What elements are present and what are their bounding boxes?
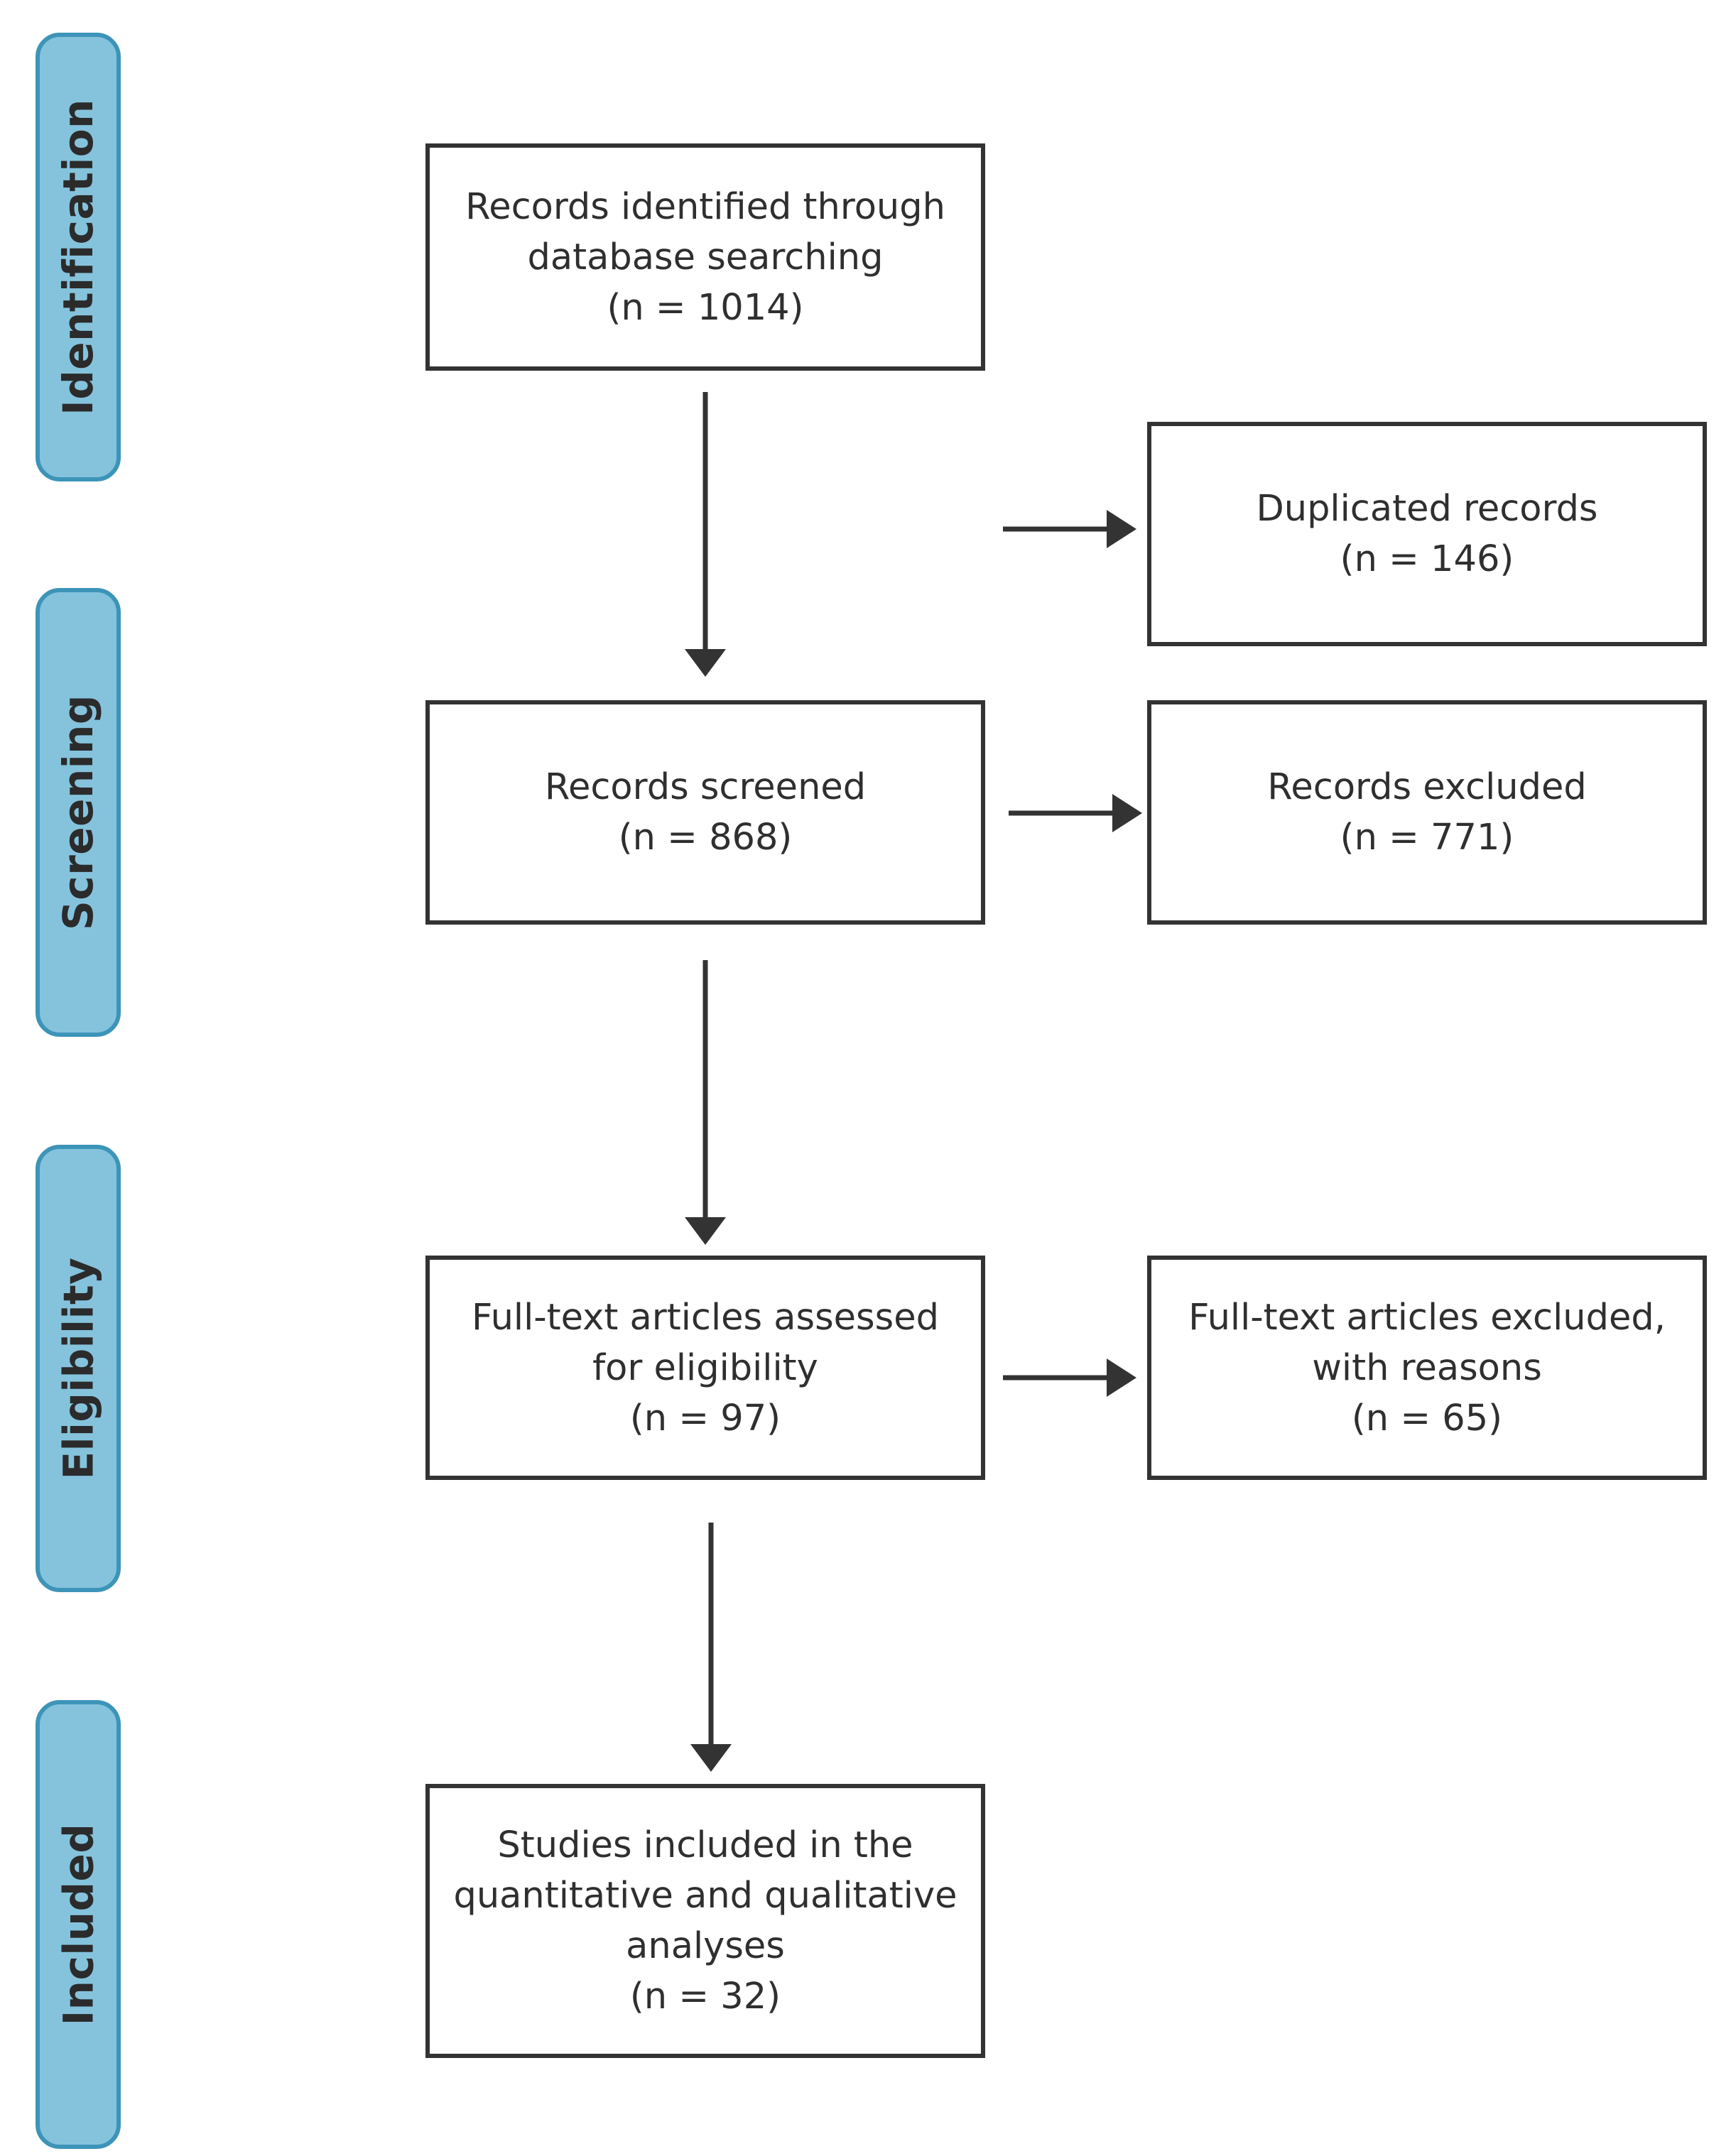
box-records-identified-count: (n = 1014) bbox=[607, 286, 804, 329]
box-fulltext-excluded-line-2: with reasons bbox=[1312, 1346, 1542, 1389]
arrow-screened-to-excluded bbox=[1009, 794, 1142, 832]
box-records-excluded: Records excluded (n = 771) bbox=[1147, 700, 1707, 925]
box-fulltext-assessed-line-2: for eligibility bbox=[592, 1346, 818, 1389]
box-fulltext-assessed-count: (n = 97) bbox=[629, 1397, 781, 1439]
box-records-excluded-count: (n = 771) bbox=[1340, 817, 1514, 859]
box-duplicated-records: Duplicated records (n = 146) bbox=[1147, 422, 1707, 646]
box-records-identified-line-2: database searching bbox=[527, 236, 884, 278]
box-records-excluded-line-1: Records excluded bbox=[1267, 766, 1587, 808]
arrow-screened-to-assessed bbox=[685, 960, 726, 1245]
box-fulltext-assessed-line-1: Full-text articles assessed bbox=[472, 1296, 939, 1339]
box-records-screened: Records screened (n = 868) bbox=[425, 700, 985, 925]
box-fulltext-excluded-count: (n = 65) bbox=[1351, 1397, 1503, 1439]
box-studies-included: Studies included in the quantitative and… bbox=[425, 1784, 985, 2058]
box-duplicated-records-line-1: Duplicated records bbox=[1256, 488, 1598, 530]
box-studies-included-line-2: quantitative and qualitative bbox=[453, 1875, 957, 1917]
stage-eligibility: Eligibility bbox=[36, 1145, 121, 1592]
box-studies-included-count: (n = 32) bbox=[629, 1976, 781, 2018]
box-records-screened-count: (n = 868) bbox=[618, 817, 793, 859]
box-records-screened-line-1: Records screened bbox=[544, 766, 867, 808]
box-fulltext-assessed: Full-text articles assessed for eligibil… bbox=[425, 1256, 985, 1480]
stage-screening-label: Screening bbox=[54, 695, 103, 930]
stage-identification-label: Identification bbox=[54, 99, 102, 415]
arrow-to-duplicated bbox=[1003, 510, 1136, 548]
stage-screening: Screening bbox=[36, 588, 121, 1037]
box-duplicated-records-count: (n = 146) bbox=[1340, 538, 1514, 580]
arrow-assessed-to-fulltext-excluded bbox=[1003, 1359, 1136, 1397]
box-records-identified-line-1: Records identified through bbox=[465, 185, 945, 228]
stage-included: Included bbox=[36, 1700, 121, 2149]
arrow-assessed-to-included bbox=[690, 1523, 732, 1772]
box-studies-included-line-1: Studies included in the bbox=[497, 1824, 913, 1866]
box-records-identified: Records identified through database sear… bbox=[425, 143, 985, 371]
box-fulltext-excluded: Full-text articles excluded, with reason… bbox=[1147, 1256, 1707, 1480]
stage-included-label: Included bbox=[54, 1823, 103, 2026]
box-fulltext-excluded-line-1: Full-text articles excluded, bbox=[1188, 1296, 1666, 1339]
box-studies-included-line-3: analyses bbox=[626, 1925, 785, 1967]
stage-eligibility-label: Eligibility bbox=[54, 1257, 103, 1480]
arrow-identified-to-screened bbox=[685, 392, 726, 677]
stage-identification: Identification bbox=[36, 33, 121, 481]
